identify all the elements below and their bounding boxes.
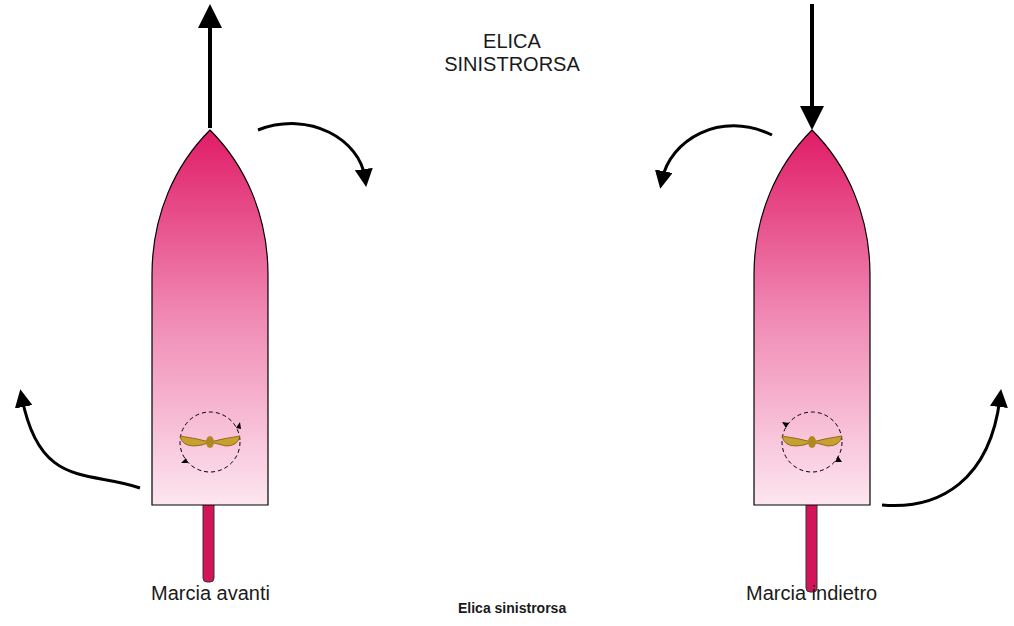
diagram-title: ELICA SINISTRORSA xyxy=(437,30,587,76)
boat-forward xyxy=(22,16,365,582)
mode-label: Marcia indietro xyxy=(746,582,877,605)
figure-caption: Elica sinistrorsa xyxy=(458,600,566,616)
mode-label: Marcia avanti xyxy=(151,582,270,605)
boat-reverse xyxy=(662,4,1000,592)
